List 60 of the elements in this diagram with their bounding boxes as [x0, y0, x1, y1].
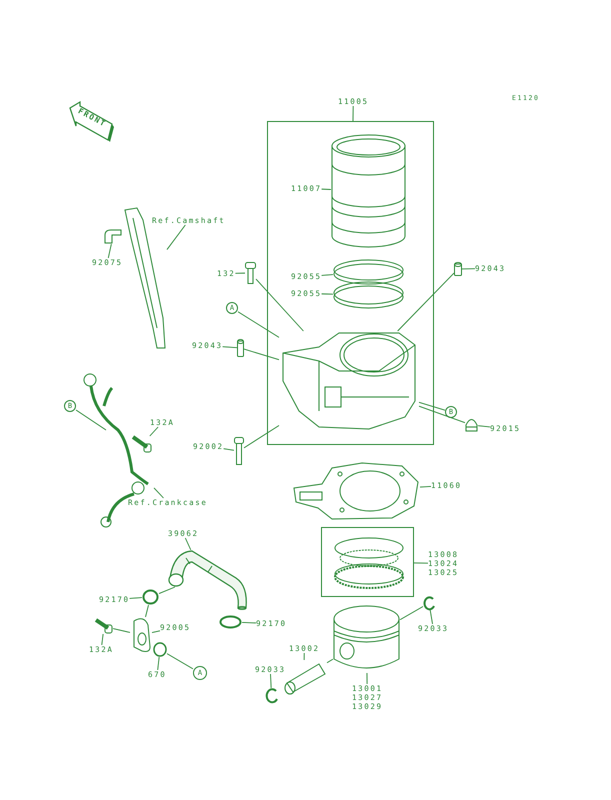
bolt-drawing [234, 437, 244, 465]
leader-line [321, 293, 334, 295]
seal-ring-drawing [333, 258, 404, 286]
leader-line [304, 652, 305, 660]
leader-line [430, 610, 433, 624]
leader-line [145, 604, 149, 618]
leader-line [152, 630, 160, 634]
leader-line [184, 538, 192, 550]
bolt-drawing [132, 436, 152, 453]
leader-line [366, 672, 368, 684]
leader-line [76, 410, 106, 430]
leader-line [149, 426, 159, 436]
leader-line [101, 634, 104, 646]
leader-line [244, 348, 280, 360]
leader-line [166, 224, 186, 250]
hose-clamp-drawing [142, 589, 159, 605]
snap-ring-drawing [423, 596, 435, 610]
leader-line [154, 488, 164, 498]
leader-line [321, 188, 332, 190]
leader-line [418, 402, 446, 411]
bolt-drawing [95, 619, 113, 634]
group-frame [321, 527, 414, 597]
gasket-drawing [292, 462, 420, 520]
leader-line [222, 346, 238, 348]
leader-line [352, 106, 354, 122]
snap-ring-drawing [265, 688, 278, 703]
leader-line [256, 278, 304, 332]
leader-line [462, 268, 476, 270]
leader-line [478, 425, 490, 428]
bolt-drawing [245, 262, 256, 284]
clip-drawing [103, 229, 123, 244]
leader-line [242, 622, 256, 624]
leader-line [400, 606, 424, 620]
dowel-pin-drawing [237, 339, 244, 357]
leader-line [418, 406, 466, 424]
group-frame [267, 121, 434, 445]
o-ring-drawing [153, 642, 167, 657]
cylinder-sleeve-drawing [331, 134, 406, 248]
dowel-pin-drawing [454, 262, 462, 276]
leader-line [112, 628, 130, 633]
leader-line [397, 272, 454, 332]
leader-line [166, 653, 194, 670]
leader-line [414, 562, 428, 564]
leader-line [158, 586, 176, 594]
leader-line [234, 272, 246, 274]
leader-line [238, 311, 280, 338]
hose-clamp-drawing [219, 615, 242, 629]
leader-line [108, 244, 112, 258]
leader-line [157, 656, 160, 670]
leader-line [270, 674, 272, 688]
leader-line [326, 658, 334, 664]
leader-line [244, 425, 280, 448]
leader-line [321, 274, 334, 276]
leader-line [420, 486, 432, 488]
direction-arrow [68, 100, 114, 142]
seal-ring-drawing [333, 280, 404, 310]
leader-line [129, 597, 142, 599]
cap-nut-drawing [465, 418, 478, 432]
piston-rings-drawing [334, 536, 404, 591]
leader-line [223, 448, 234, 451]
